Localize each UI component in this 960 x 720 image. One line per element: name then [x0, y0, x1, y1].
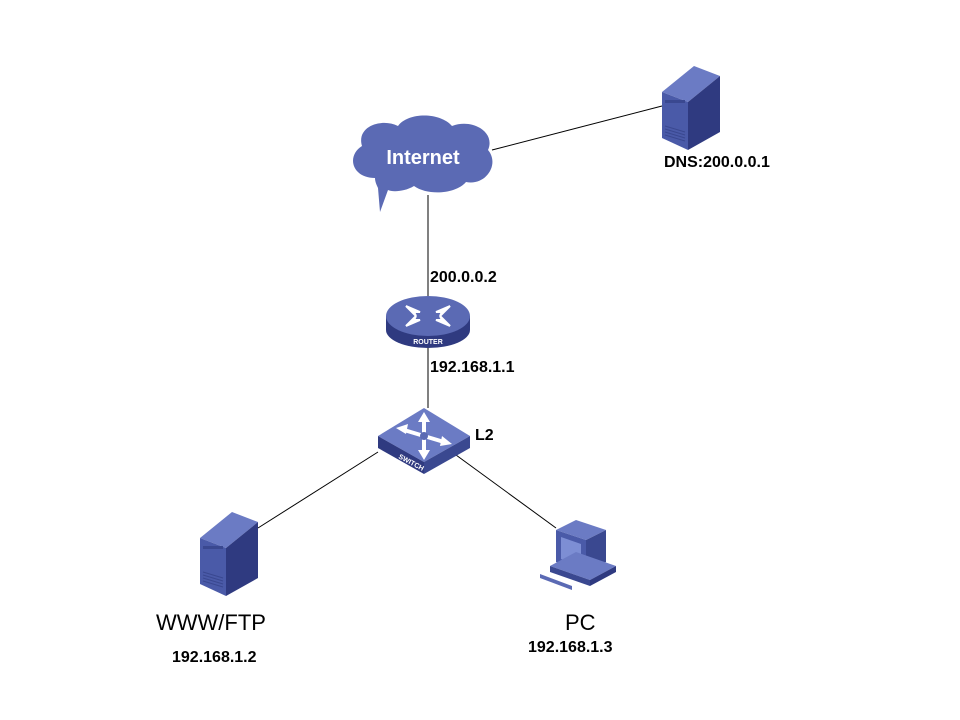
- router-icon[interactable]: ROUTER: [386, 296, 470, 348]
- www-ftp-label: WWW/FTP: [156, 610, 266, 635]
- internet-cloud-icon[interactable]: Internet: [353, 115, 493, 213]
- link-switch-pc: [455, 454, 557, 529]
- link-internet-dns: [491, 105, 663, 151]
- www-ftp-server-icon[interactable]: [200, 512, 258, 596]
- router-lan-ip: 192.168.1.1: [430, 359, 515, 376]
- router-label: ROUTER: [413, 339, 443, 346]
- switch-layer-tag: L2: [475, 427, 494, 444]
- router-wan-ip: 200.0.0.2: [430, 269, 497, 286]
- dns-server-label: DNS:200.0.0.1: [664, 154, 770, 171]
- internet-label: Internet: [386, 147, 460, 169]
- pc-ip: 192.168.1.3: [528, 639, 613, 656]
- switch-icon[interactable]: SWITCH: [378, 408, 470, 474]
- www-ftp-ip: 192.168.1.2: [172, 649, 257, 666]
- pc-icon[interactable]: [540, 520, 616, 590]
- dns-server-icon[interactable]: [662, 66, 720, 150]
- links: [257, 105, 663, 529]
- pc-label: PC: [565, 610, 596, 635]
- link-switch-www: [257, 451, 379, 529]
